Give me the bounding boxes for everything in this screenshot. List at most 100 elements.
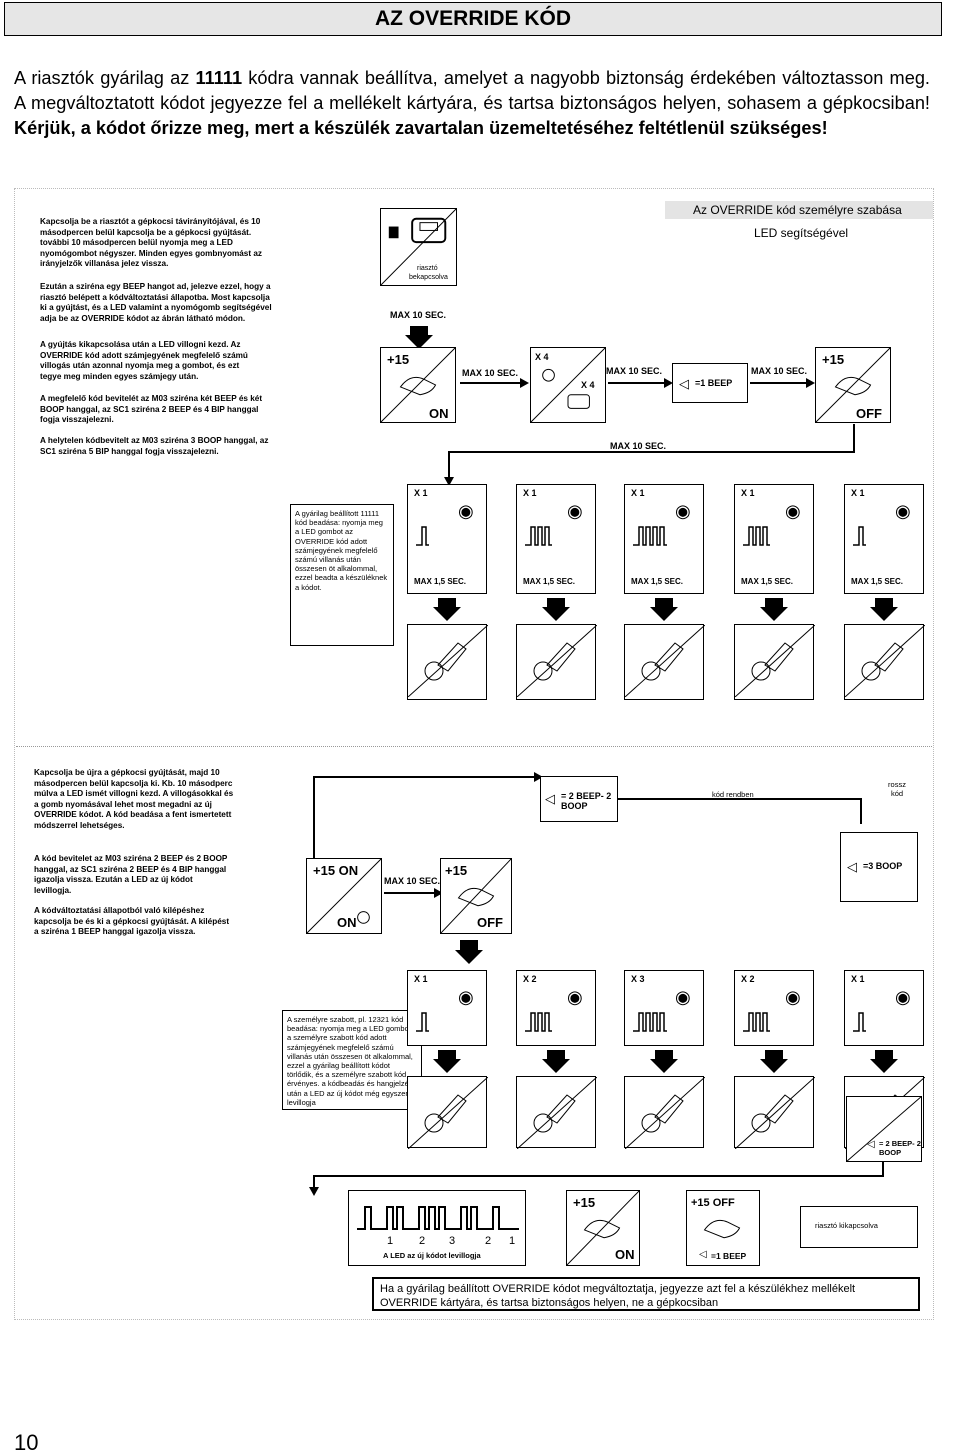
s1-return-v	[853, 424, 855, 452]
pulse-icon	[525, 1012, 552, 1032]
s2-beep2-boop2: = 2 BEEP- 2 BOOP	[561, 791, 612, 811]
s1-plus15-on: +15	[387, 352, 410, 367]
step-arrow	[650, 1059, 678, 1073]
s1-max10-b: MAX 10 SEC.	[606, 366, 663, 376]
alarm-on-box: riasztó bekapcsolva	[380, 208, 457, 286]
s2-beep2boop2-final-box: ◁ = 2 BEEP- 2 BOOP	[846, 1096, 922, 1162]
s1-press-step-1	[407, 624, 489, 700]
s1-led-step-2: X 1◉MAX 1,5 SEC.	[516, 484, 596, 594]
step-arrow	[650, 607, 678, 621]
s1-arrowhead-a	[520, 378, 529, 388]
s1-press-count: X 1	[851, 488, 865, 498]
s1-press-step-2	[516, 624, 598, 700]
s1-step-text-3: A gyújtás kikapcsolása után a LED villog…	[40, 340, 248, 381]
pulse-icon	[743, 1012, 770, 1032]
s1-line-c	[750, 382, 808, 384]
finger-press-icon	[407, 624, 489, 698]
s2-arrowhead-top	[534, 772, 543, 782]
s2-press-step-3	[624, 1076, 706, 1150]
s2-led-step-1: X 1 ◉	[407, 970, 487, 1046]
finger-press-icon	[844, 624, 926, 698]
final-reminder-box: Ha a gyárilag beállított OVERRIDE kódot …	[372, 1277, 920, 1311]
s1-x4-b: X 4	[581, 380, 595, 390]
s2-line-final-h	[313, 1175, 884, 1177]
s1-press-count: X 1	[523, 488, 537, 498]
page-number: 10	[14, 1430, 39, 1455]
s2-ignition-off-box: +15 OFF	[440, 858, 512, 934]
s2-press-count: X 1	[414, 974, 428, 984]
s1-max15: MAX 1,5 SEC.	[851, 577, 904, 586]
led-button-icon: ◉	[675, 987, 691, 1007]
final-key-icon-on	[567, 1191, 639, 1265]
s1-return-arrowhead	[444, 477, 454, 486]
led-button-icon: ◉	[675, 501, 691, 521]
s1-plus15-off: +15	[822, 352, 845, 367]
led-button-icon: ◉	[895, 501, 911, 521]
pulse-icon	[416, 526, 429, 546]
finger-press-icon	[516, 624, 598, 698]
final-on-label: ON	[615, 1247, 635, 1262]
s2-arrowhead-final	[309, 1187, 319, 1196]
step-arrow	[542, 1059, 570, 1073]
s2-line-mid	[384, 892, 436, 894]
s1-led-step-3: X 1◉MAX 1,5 SEC.	[624, 484, 704, 594]
s2-line-ok-v	[860, 798, 862, 824]
s1-one-beep: =1 BEEP	[695, 378, 733, 388]
s2-step-text-2: A kód bevitelet az M03 sziréna 2 BEEP és…	[34, 854, 228, 895]
blink-digit: 2	[419, 1235, 426, 1247]
section-separator	[16, 746, 932, 747]
s1-line-a	[460, 382, 522, 384]
blink-digit: 2	[485, 1235, 492, 1247]
s1-arrowhead-b	[664, 378, 673, 388]
s1-led-step-1: X 1◉MAX 1,5 SEC.	[407, 484, 487, 594]
boop3-box: ◁ =3 BOOP	[840, 832, 918, 902]
s2-max10: MAX 10 SEC.	[384, 876, 441, 886]
step-arrow-stem	[547, 1050, 565, 1060]
intro-text-2: kódra vannak beállítva, amelyet a nagyob…	[14, 68, 930, 113]
blink-digit: 3	[449, 1235, 456, 1247]
s2-line-final-down	[313, 1175, 315, 1189]
led-press-x4-box: X 4 X 4	[530, 347, 606, 423]
s2-line-ok	[618, 798, 860, 800]
pulse-icon	[853, 1012, 866, 1032]
s2-press-count: X 2	[741, 974, 755, 984]
s1-x4-a: X 4	[535, 352, 549, 362]
s2-line-top	[313, 776, 536, 778]
s1-press-count: X 1	[741, 488, 755, 498]
custom-code-note: A személyre szabott, pl. 12321 kód beadá…	[282, 1010, 422, 1110]
s2-press-count: X 1	[851, 974, 865, 984]
s1-step-text-1: Kapcsolja be a riasztót a gépkocsi távir…	[40, 217, 263, 269]
page-title-bar: AZ OVERRIDE KÓD	[4, 2, 942, 36]
s1-press-count: X 1	[414, 488, 428, 498]
s1-arrow-top	[405, 335, 433, 349]
pulse-icon	[416, 1012, 429, 1032]
s2-ignition-on-box: +15 ON ON	[306, 858, 382, 934]
s1-return-down	[448, 451, 450, 479]
alarm-on-label-1: riasztó	[417, 265, 438, 272]
alarm-off-box: riasztó kikapcsolva	[800, 1206, 918, 1248]
step-arrow	[760, 1059, 788, 1073]
final-ignition-on-box: +15 ON	[566, 1190, 640, 1266]
s1-step-text-5: A helytelen kódbevitelt az M03 sziréna 3…	[40, 436, 269, 456]
s2-line-start	[313, 776, 315, 862]
s2-led-step-4: X 2 ◉	[734, 970, 814, 1046]
step-arrow	[760, 607, 788, 621]
alarm-on-label-2: bekapcsolva	[409, 274, 448, 281]
final-key-icon-off	[703, 1219, 741, 1239]
s2-boop3: =3 BOOP	[863, 861, 903, 871]
led-button-icon: ◉	[785, 987, 801, 1007]
s2-led-step-5: X 1◉	[844, 970, 924, 1046]
s1-press-step-4	[734, 624, 816, 700]
step-arrow-stem	[875, 598, 893, 608]
speaker-icon-3: ◁	[847, 859, 857, 874]
finger-press-icon	[516, 1076, 598, 1150]
pulse-icon	[853, 526, 866, 546]
s2-led-step-3: X 3◉	[624, 970, 704, 1046]
s1-arrowhead-c	[806, 378, 815, 388]
led-button-icon: ◉	[458, 987, 474, 1007]
s1-step-text-2: Ezután a sziréna egy BEEP hangot ad, jel…	[40, 282, 272, 323]
step-arrow	[433, 607, 461, 621]
blink-pulse-train	[357, 1206, 519, 1230]
s2-code-bad: rossz kód	[888, 780, 906, 798]
